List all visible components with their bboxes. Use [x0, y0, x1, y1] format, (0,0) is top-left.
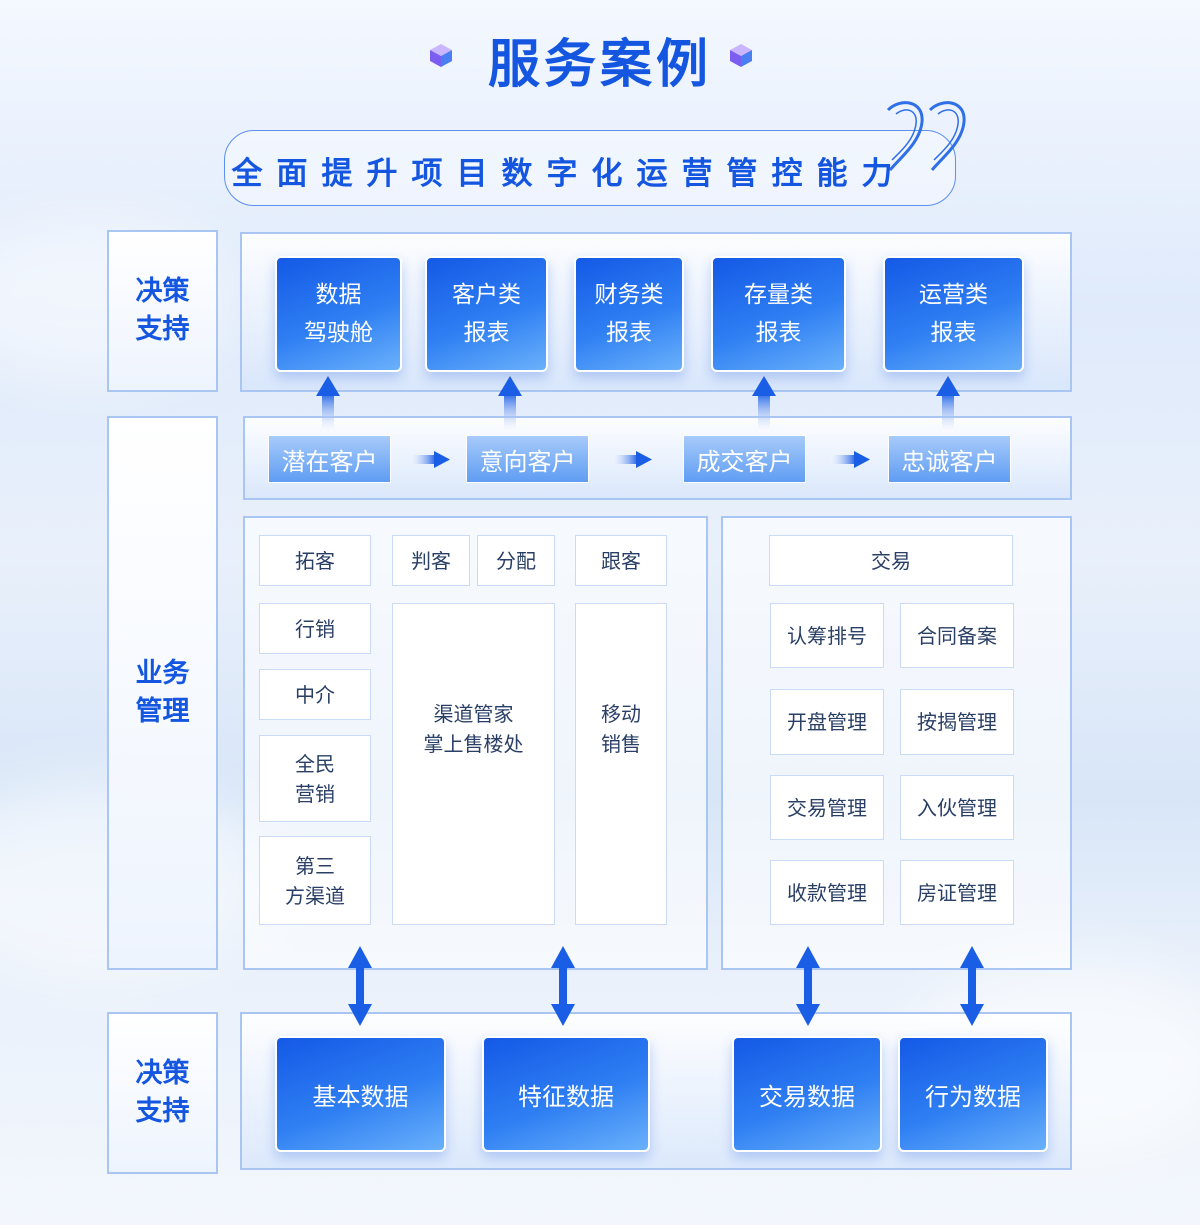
- cell-mobile-sales[interactable]: 移动 销售: [575, 603, 667, 925]
- arrow-right-icon: [410, 451, 450, 468]
- slogan: 全面提升项目数字化运营管控能力: [231, 156, 907, 192]
- arrow-bidirectional-icon: [796, 946, 820, 1026]
- cube-right-icon: [730, 44, 752, 67]
- cell-marketing[interactable]: 行销: [259, 603, 371, 654]
- report-cockpit[interactable]: 数据 驾驶舱: [275, 256, 402, 372]
- stage-intent[interactable]: 意向客户: [466, 435, 589, 483]
- stage-loyal[interactable]: 忠诚客户: [888, 435, 1011, 483]
- side-label-decision-top: 决策 支持: [107, 230, 218, 392]
- side-label-decision-bottom: 决策 支持: [107, 1012, 218, 1174]
- arrow-up-icon: [498, 376, 522, 432]
- cell-trade-item[interactable]: 入伙管理: [900, 775, 1014, 840]
- arrow-up-icon: [752, 376, 776, 432]
- cell-trade-item[interactable]: 收款管理: [770, 860, 884, 925]
- report-customer[interactable]: 客户类 报表: [425, 256, 548, 372]
- cell-trade-item[interactable]: 房证管理: [900, 860, 1014, 925]
- data-trade[interactable]: 交易数据: [732, 1036, 882, 1152]
- cube-left-icon: [430, 44, 452, 67]
- data-behavior[interactable]: 行为数据: [898, 1036, 1048, 1152]
- cell-trade-item[interactable]: 按揭管理: [900, 689, 1014, 755]
- cell-trade-header[interactable]: 交易: [769, 535, 1013, 586]
- cell-trade-item[interactable]: 开盘管理: [770, 689, 884, 755]
- report-stock[interactable]: 存量类 报表: [711, 256, 846, 372]
- side-label-business: 业务 管理: [107, 416, 218, 970]
- stage-deal[interactable]: 成交客户: [683, 435, 806, 483]
- cell-agency[interactable]: 中介: [259, 669, 371, 720]
- slogan-frame: [224, 130, 956, 206]
- report-finance[interactable]: 财务类 报表: [574, 256, 684, 372]
- cell-follow[interactable]: 跟客: [575, 535, 667, 586]
- cell-channel-manager[interactable]: 渠道管家 掌上售楼处: [392, 603, 555, 925]
- arrow-bidirectional-icon: [960, 946, 984, 1026]
- arrow-right-icon: [830, 451, 870, 468]
- arrow-bidirectional-icon: [348, 946, 372, 1026]
- quote-mark-icon: [886, 101, 966, 171]
- cell-all-people-marketing[interactable]: 全民 营销: [259, 735, 371, 822]
- arrow-bidirectional-icon: [551, 946, 575, 1026]
- cell-trade-item[interactable]: 合同备案: [900, 603, 1014, 668]
- cell-assign[interactable]: 分配: [477, 535, 555, 586]
- cell-trade-item[interactable]: 认筹排号: [770, 603, 884, 668]
- data-basic[interactable]: 基本数据: [275, 1036, 446, 1152]
- stage-potential[interactable]: 潜在客户: [268, 435, 391, 483]
- cell-expand[interactable]: 拓客: [259, 535, 371, 586]
- cell-trade-item[interactable]: 交易管理: [770, 775, 884, 840]
- arrow-right-icon: [612, 451, 652, 468]
- arrow-up-icon: [316, 376, 340, 432]
- data-feature[interactable]: 特征数据: [482, 1036, 650, 1152]
- arrow-up-icon: [936, 376, 960, 432]
- report-operation[interactable]: 运营类 报表: [883, 256, 1024, 372]
- page-title: 服务案例: [487, 35, 712, 95]
- cell-third-party[interactable]: 第三 方渠道: [259, 836, 371, 925]
- cell-judge[interactable]: 判客: [392, 535, 470, 586]
